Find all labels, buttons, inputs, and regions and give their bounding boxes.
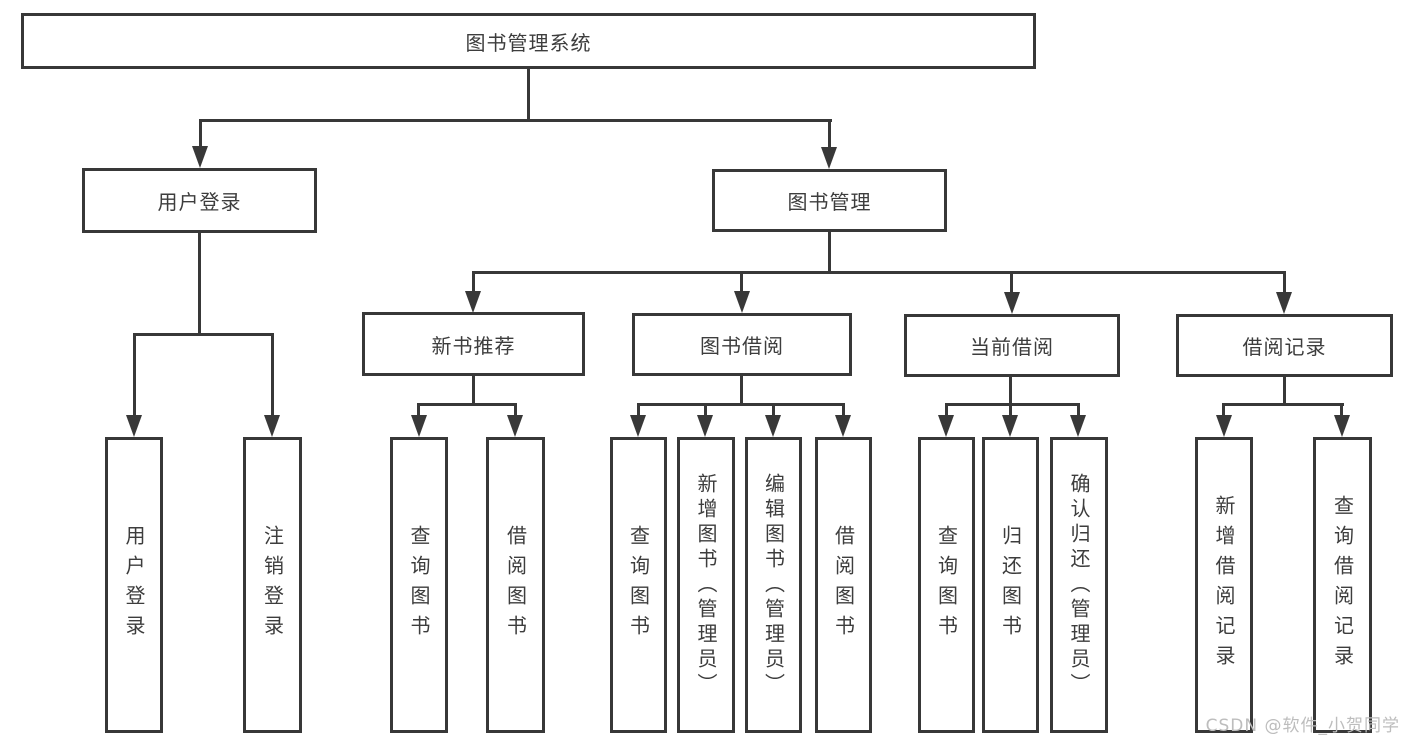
- leaf-edit-books-admin: 编辑图书（管理员）: [745, 437, 802, 733]
- arrow-down-icon: [264, 415, 280, 437]
- connector-line: [199, 119, 202, 147]
- connector-line: [637, 403, 845, 406]
- leaf-query-borrow-record: 查询借阅记录: [1313, 437, 1372, 733]
- connector-line: [1222, 403, 1225, 416]
- connector-line: [945, 403, 948, 416]
- arrow-down-icon: [192, 146, 208, 168]
- connector-line: [1283, 271, 1286, 292]
- node-book-borrow: 图书借阅: [632, 313, 852, 376]
- connector-line: [1009, 403, 1012, 416]
- connector-line: [133, 333, 136, 415]
- node-current-borrow: 当前借阅: [904, 314, 1120, 377]
- connector-line: [637, 403, 640, 416]
- connector-line: [772, 403, 775, 416]
- connector-line: [740, 376, 743, 405]
- node-user-login: 用户登录: [82, 168, 317, 233]
- leaf-add-books-admin: 新增图书（管理员）: [677, 437, 735, 733]
- leaf-return-books: 归还图书: [982, 437, 1039, 733]
- arrow-down-icon: [734, 291, 750, 313]
- connector-line: [1009, 377, 1012, 405]
- connector-line: [271, 333, 274, 415]
- arrow-down-icon: [630, 415, 646, 437]
- connector-line: [417, 403, 420, 416]
- connector-line: [828, 232, 831, 274]
- csdn-watermark: CSDN @软件_小贺同学: [1205, 716, 1400, 736]
- node-book-management: 图书管理: [712, 169, 947, 232]
- arrow-down-icon: [821, 147, 837, 169]
- connector-line: [514, 403, 517, 416]
- leaf-add-borrow-record: 新增借阅记录: [1195, 437, 1253, 733]
- connector-line: [842, 403, 845, 416]
- leaf-query-books-current: 查询图书: [918, 437, 975, 733]
- connector-line: [199, 119, 832, 122]
- leaf-borrow-books-borrow: 借阅图书: [815, 437, 872, 733]
- arrow-down-icon: [1334, 415, 1350, 437]
- arrow-down-icon: [697, 415, 713, 437]
- arrow-down-icon: [765, 415, 781, 437]
- connector-line: [198, 232, 201, 336]
- arrow-down-icon: [1216, 415, 1232, 437]
- arrow-down-icon: [835, 415, 851, 437]
- arrow-down-icon: [1002, 415, 1018, 437]
- connector-line: [945, 403, 1080, 406]
- leaf-user-login: 用户登录: [105, 437, 163, 733]
- connector-line: [1010, 271, 1013, 292]
- arrow-down-icon: [507, 415, 523, 437]
- connector-line: [1340, 403, 1343, 416]
- leaf-query-books-borrow: 查询图书: [610, 437, 667, 733]
- node-borrow-records: 借阅记录: [1176, 314, 1393, 377]
- leaf-confirm-return-admin: 确认归还（管理员）: [1050, 437, 1108, 733]
- arrow-down-icon: [1070, 415, 1086, 437]
- arrow-down-icon: [465, 291, 481, 313]
- leaf-logout-login: 注销登录: [243, 437, 302, 733]
- connector-line: [472, 271, 475, 291]
- arrow-down-icon: [1004, 292, 1020, 314]
- connector-line: [418, 403, 517, 406]
- connector-line: [133, 333, 274, 336]
- node-root-library-system: 图书管理系统: [21, 13, 1036, 69]
- connector-line: [704, 403, 707, 416]
- connector-line: [740, 271, 743, 291]
- arrow-down-icon: [411, 415, 427, 437]
- arrow-down-icon: [938, 415, 954, 437]
- leaf-query-books-newrec: 查询图书: [390, 437, 448, 733]
- connector-line: [1077, 403, 1080, 416]
- node-new-book-recommend: 新书推荐: [362, 312, 585, 376]
- connector-line: [527, 68, 530, 120]
- connector-line: [472, 376, 475, 405]
- connector-line: [472, 271, 1286, 274]
- arrow-down-icon: [126, 415, 142, 437]
- arrow-down-icon: [1276, 292, 1292, 314]
- connector-line: [1283, 377, 1286, 405]
- connector-line: [828, 119, 831, 148]
- leaf-borrow-books-newrec: 借阅图书: [486, 437, 545, 733]
- connector-line: [1222, 403, 1344, 406]
